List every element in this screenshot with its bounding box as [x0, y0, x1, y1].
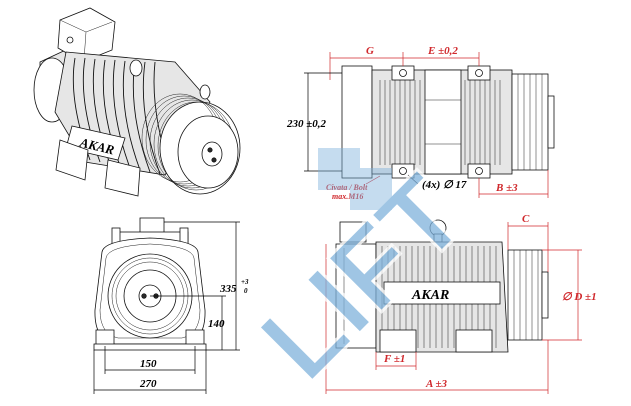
- brand-label-side: AKAR: [411, 288, 449, 303]
- dim-f-label: F ±1: [383, 353, 405, 365]
- mount-hole-icon: [399, 167, 407, 175]
- top-view: G E ±0,2 230 ±0,2 B ±3 (4x) ∅ 17 Civata …: [286, 45, 555, 201]
- mount-hole-icon: [475, 69, 483, 77]
- dim-g-label: G: [366, 45, 374, 57]
- dim-e-label: E ±0,2: [427, 45, 458, 57]
- dim-270-label: 270: [139, 378, 157, 390]
- dim-150-label: 150: [140, 358, 157, 370]
- side-sheave-grooves: [513, 250, 539, 340]
- top-fins: [379, 80, 501, 165]
- dim-230-label: 230 ±0,2: [286, 118, 327, 130]
- isometric-motor-view: AKAR: [33, 7, 241, 197]
- dim-c-label: C: [522, 213, 530, 225]
- dim-a-label: A ±3: [425, 378, 448, 390]
- watermark-arrow-icon: [318, 148, 392, 210]
- dim-335-label: 335: [219, 283, 237, 295]
- mount-hole-icon: [399, 69, 407, 77]
- dim-b-label: B ±3: [495, 182, 518, 194]
- dim-140-label: 140: [208, 318, 225, 330]
- dim-d-label: ∅ D ±1: [562, 291, 597, 303]
- dim-335-tol-lower: 0: [244, 287, 248, 295]
- cooling-fins: [72, 57, 171, 175]
- mount-hole-icon: [475, 167, 483, 175]
- side-view: AKAR C ∅ D ±1 F ±1 A ±3: [325, 213, 597, 394]
- bolt-note-line2: max.M16: [332, 192, 363, 201]
- bolt-note-line1: Civata / Bolt: [326, 183, 368, 192]
- front-view: 335 +3 0 140 150 270: [93, 217, 249, 394]
- hole-note-label: (4x) ∅ 17: [422, 179, 467, 191]
- dim-335-tol-upper: +3: [241, 278, 249, 286]
- top-sheave-grooves: [517, 74, 543, 170]
